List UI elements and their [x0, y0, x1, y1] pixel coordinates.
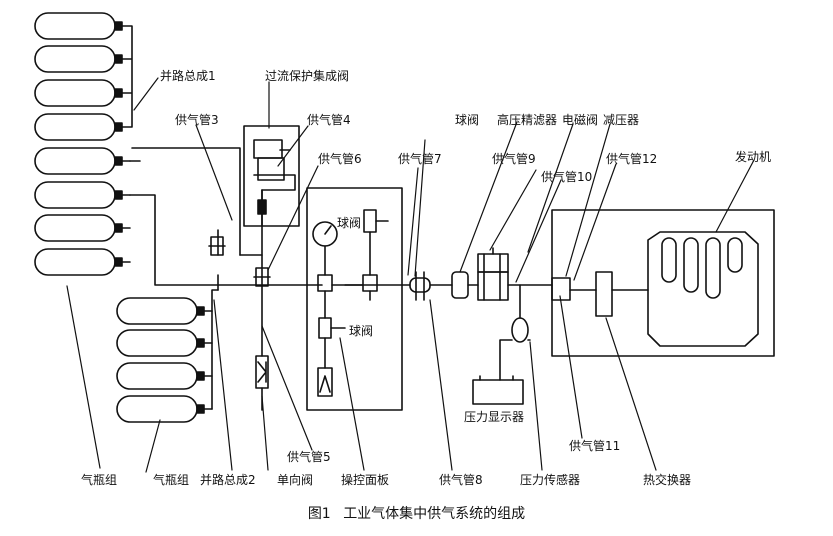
label-overcurrent-valve: 过流保护集成阀	[265, 69, 350, 83]
figure-number: 图1	[307, 506, 331, 522]
tee-fittings	[208, 236, 271, 287]
label-parallel-manifold-1: 并路总成1	[160, 69, 216, 83]
label-hp-filter: 高压精滤器	[497, 113, 558, 127]
label-supply-pipe-11: 供气管11	[569, 439, 621, 453]
leader-lines	[66, 77, 755, 473]
label-ball-valve-panel-upper: 球阀	[337, 216, 362, 230]
label-solenoid-valve: 电磁阀	[562, 113, 599, 127]
label-ball-valve-top: 球阀	[455, 113, 480, 127]
label-supply-pipe-9: 供气管9	[492, 152, 536, 166]
label-pressure-display: 压力显示器	[464, 410, 525, 424]
solenoid-valve	[477, 247, 509, 301]
label-parallel-manifold-2: 并路总成2	[200, 473, 256, 487]
label-engine: 发动机	[735, 150, 772, 164]
check-valve	[255, 355, 269, 389]
label-supply-pipe-8: 供气管8	[439, 473, 483, 487]
label-supply-pipe-10: 供气管10	[541, 170, 593, 184]
overcurrent-valve	[243, 125, 300, 227]
label-supply-pipe-12: 供气管12	[606, 152, 658, 166]
label-heat-exchanger: 热交换器	[643, 473, 692, 487]
control-panel	[306, 187, 403, 411]
label-pressure-reducer: 减压器	[603, 113, 640, 127]
label-supply-pipe-5: 供气管5	[287, 450, 331, 464]
pressure-sensor	[472, 284, 531, 405]
engine-zone	[551, 209, 775, 357]
label-pressure-sensor: 压力传感器	[520, 473, 581, 487]
ball-valve-main	[409, 271, 431, 301]
label-supply-pipe-4: 供气管4	[307, 113, 351, 127]
cylinder-group-a	[34, 12, 133, 276]
label-check-valve: 单向阀	[277, 473, 314, 487]
label-supply-pipe-3: 供气管3	[175, 113, 219, 127]
hp-filter	[451, 271, 469, 299]
label-cylinder-group-b: 气瓶组	[153, 473, 190, 487]
cylinder-group-b	[116, 297, 213, 423]
label-cylinder-group-a: 气瓶组	[81, 473, 118, 487]
figure-caption: 图1 工业气体集中供气系统的组成	[0, 506, 833, 522]
label-ball-valve-panel-lower: 球阀	[349, 324, 374, 338]
label-supply-pipe-6: 供气管6	[318, 152, 362, 166]
label-control-panel: 操控面板	[341, 473, 390, 487]
figure-title: 工业气体集中供气系统的组成	[343, 506, 526, 522]
label-supply-pipe-7: 供气管7	[398, 152, 442, 166]
